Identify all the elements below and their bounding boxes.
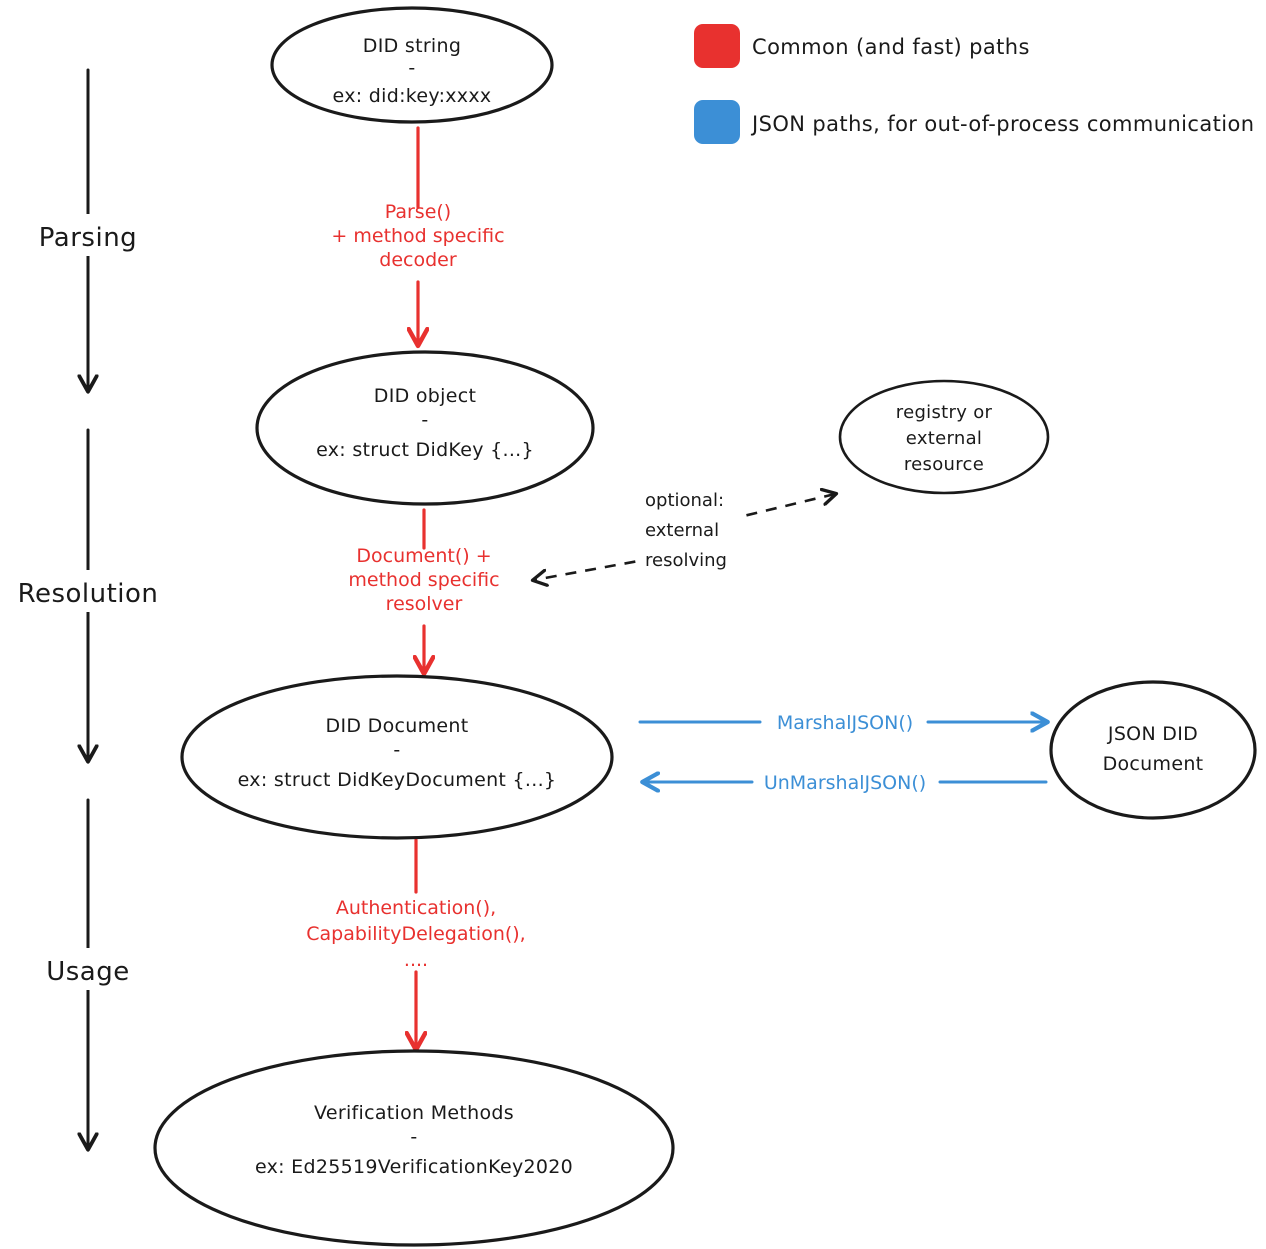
node-did-object-line1: DID object [374,385,476,407]
node-verification-methods-line1: Verification Methods [314,1102,514,1124]
edge-label-external-line1: optional: [645,490,724,511]
edge-label-external-line2: external [645,520,719,541]
edge-label-usage-line1: Authentication(), [336,897,496,919]
node-verification-methods-line3: ex: Ed25519VerificationKey2020 [255,1156,573,1178]
node-did-document-shape[interactable] [180,674,614,840]
node-registry[interactable]: registry or external resource [838,379,1050,495]
edge-label-parse-line2: + method specific [331,225,504,247]
node-json-did-document-line2: Document [1103,753,1204,775]
edge-label-marshal: MarshalJSON() [777,712,913,734]
node-did-object-line2: - [421,409,428,431]
stage-label-parsing: Parsing [39,223,137,253]
node-registry-shape[interactable] [838,379,1050,495]
node-registry-line2: external [906,428,982,449]
legend-label-common-paths: Common (and fast) paths [752,35,1030,59]
node-json-did-document[interactable]: JSON DID Document [1049,680,1257,820]
node-registry-line3: resource [904,454,984,475]
legend-blue-swatch [694,100,740,144]
node-json-did-document-line1: JSON DID [1107,723,1198,745]
edge-label-unmarshal: UnMarshalJSON() [764,772,926,794]
node-registry-line1: registry or [896,402,993,423]
edge-label-parse-line3: decoder [379,249,457,271]
node-did-document-line1: DID Document [326,715,469,737]
node-did-document-line2: - [393,739,400,761]
legend: Common (and fast) paths JSON paths, for … [694,24,1254,144]
node-did-string-line3: ex: did:key:xxxx [333,85,492,107]
node-did-object-line3: ex: struct DidKey {...} [316,439,534,461]
edge-label-document-line3: resolver [386,593,463,615]
edge-label-parse-line1: Parse() [385,201,451,223]
edge-label-usage-line2: CapabilityDelegation(), [306,923,525,945]
stage-label-resolution: Resolution [18,579,159,609]
flow-edges-red: Parse() + method specific decoder Docume… [306,126,526,1048]
node-did-object[interactable]: DID object - ex: struct DidKey {...} [255,350,595,506]
node-verification-methods-shape[interactable] [153,1049,675,1247]
stage-axis: Parsing Resolution Usage [12,68,167,1148]
node-did-document-line3: ex: struct DidKeyDocument {...} [238,769,557,791]
legend-red-swatch [694,24,740,68]
node-did-string-line1: DID string [363,35,461,57]
node-verification-methods-line2: - [410,1126,417,1148]
stage-label-usage: Usage [46,957,130,987]
edge-label-external-line3: resolving [645,550,727,571]
edge-label-usage-line3: .... [404,949,428,971]
edge-label-external-bg [640,482,746,570]
node-did-string[interactable]: DID string - ex: did:key:xxxx [270,6,554,124]
legend-label-json-paths: JSON paths, for out-of-process communica… [750,112,1254,136]
edge-external-back [534,556,656,580]
node-did-object-shape[interactable] [255,350,595,506]
edge-label-document-line2: method specific [348,569,499,591]
node-did-string-shape[interactable] [270,6,554,124]
external-resolving-edges: optional: external resolving [534,482,835,580]
node-json-did-document-shape[interactable] [1049,680,1257,820]
node-verification-methods[interactable]: Verification Methods - ex: Ed25519Verifi… [153,1049,675,1247]
json-edges-blue: MarshalJSON() UnMarshalJSON() [638,712,1046,794]
stage-label-usage-bg [34,948,142,990]
stage-label-parsing-bg [34,214,144,256]
stage-label-resolution-bg [12,570,167,612]
edge-label-document-line1: Document() + [356,545,491,567]
node-did-document[interactable]: DID Document - ex: struct DidKeyDocument… [180,674,614,840]
node-did-string-line2: - [408,57,415,79]
